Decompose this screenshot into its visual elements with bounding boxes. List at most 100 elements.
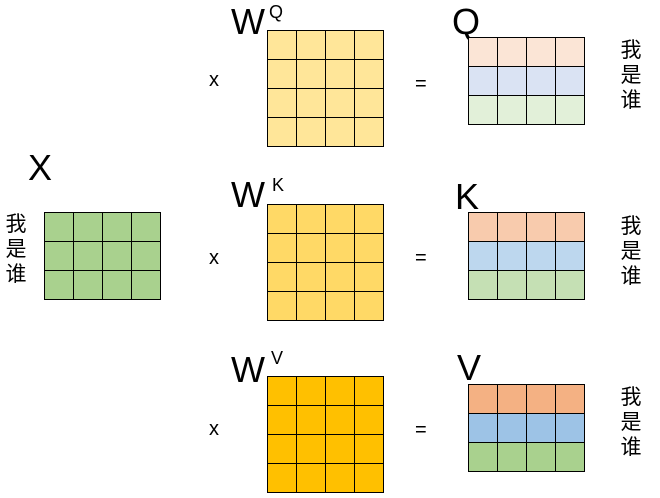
wk-cell-r1-c3	[325, 204, 355, 234]
v-row-label-2: 是	[620, 410, 642, 434]
v-cell-r2-c1	[468, 413, 498, 443]
x-cell-r3-c2	[73, 270, 103, 300]
wv-cell-r3-c3	[325, 434, 355, 464]
k-row-labels: 我 是 谁	[618, 214, 644, 289]
q-cell-r2-c1	[468, 66, 498, 96]
wv-label: W	[231, 349, 265, 390]
x-row-labels: 我 是 谁	[3, 212, 29, 287]
wk-cell-r2-c4	[354, 233, 384, 263]
wk-superscript: K	[272, 175, 285, 195]
wq-cell-r1-c1	[267, 30, 297, 60]
v-cell-r3-c3	[526, 442, 556, 472]
v-cell-r1-c2	[497, 384, 527, 414]
wk-cell-r4-c3	[325, 291, 355, 321]
q-cell-r2-c3	[526, 66, 556, 96]
q-cell-r2-c2	[497, 66, 527, 96]
wv-matrix-grid	[267, 376, 384, 493]
wk-cell-r4-c2	[296, 291, 326, 321]
x-cell-r1-c4	[131, 212, 161, 242]
wv-cell-r1-c1	[267, 376, 297, 406]
equals-sign-k: =	[415, 247, 427, 269]
equals-sign-q: =	[415, 73, 427, 95]
multiply-sign-v: x	[209, 418, 219, 440]
wk-matrix-grid	[267, 204, 384, 321]
q-row-label-2: 是	[620, 63, 642, 87]
k-matrix-grid	[468, 212, 585, 300]
q-cell-r1-c2	[497, 37, 527, 67]
wv-cell-r4-c4	[354, 463, 384, 493]
wv-cell-r2-c2	[296, 405, 326, 435]
wq-label: W	[231, 1, 265, 42]
k-cell-r2-c2	[497, 241, 527, 271]
q-row-label-1: 我	[620, 38, 642, 62]
wk-cell-r2-c3	[325, 233, 355, 263]
k-cell-r1-c4	[555, 212, 585, 242]
q-cell-r3-c2	[497, 95, 527, 125]
wq-cell-r3-c2	[296, 88, 326, 118]
wk-cell-r3-c3	[325, 262, 355, 292]
q-cell-r1-c3	[526, 37, 556, 67]
v-row-labels: 我 是 谁	[618, 385, 644, 460]
q-cell-r3-c1	[468, 95, 498, 125]
q-cell-r1-c1	[468, 37, 498, 67]
wk-cell-r1-c2	[296, 204, 326, 234]
v-cell-r3-c4	[555, 442, 585, 472]
v-cell-r2-c4	[555, 413, 585, 443]
x-row-label-3: 谁	[5, 262, 27, 286]
wk-cell-r1-c1	[267, 204, 297, 234]
v-cell-r3-c2	[497, 442, 527, 472]
k-cell-r3-c4	[555, 270, 585, 300]
wq-cell-r2-c3	[325, 59, 355, 89]
wv-cell-r1-c3	[325, 376, 355, 406]
q-label: Q	[452, 1, 481, 42]
x-cell-r2-c1	[44, 241, 74, 271]
k-cell-r1-c3	[526, 212, 556, 242]
k-label: K	[455, 176, 480, 217]
x-cell-r1-c2	[73, 212, 103, 242]
v-row-label-3: 谁	[620, 435, 642, 459]
wk-cell-r2-c2	[296, 233, 326, 263]
wk-cell-r1-c4	[354, 204, 384, 234]
wv-cell-r4-c2	[296, 463, 326, 493]
k-row-label-1: 我	[620, 214, 642, 238]
wv-cell-r2-c3	[325, 405, 355, 435]
x-cell-r2-c4	[131, 241, 161, 271]
x-cell-r3-c4	[131, 270, 161, 300]
x-cell-r1-c1	[44, 212, 74, 242]
wq-cell-r2-c2	[296, 59, 326, 89]
x-cell-r3-c3	[102, 270, 132, 300]
wq-cell-r4-c4	[354, 117, 384, 147]
x-matrix-label: X	[28, 147, 53, 188]
x-matrix-grid	[44, 212, 161, 300]
x-cell-r1-c3	[102, 212, 132, 242]
wk-label: W	[231, 174, 265, 215]
wq-matrix-grid	[267, 30, 384, 147]
wq-cell-r3-c3	[325, 88, 355, 118]
wq-cell-r2-c4	[354, 59, 384, 89]
wq-cell-r2-c1	[267, 59, 297, 89]
wv-cell-r3-c1	[267, 434, 297, 464]
q-matrix-grid	[468, 37, 585, 125]
q-cell-r1-c4	[555, 37, 585, 67]
k-cell-r1-c2	[497, 212, 527, 242]
k-cell-r3-c1	[468, 270, 498, 300]
q-row-label-3: 谁	[620, 88, 642, 112]
equals-sign-v: =	[415, 419, 427, 441]
k-cell-r2-c1	[468, 241, 498, 271]
wv-cell-r4-c3	[325, 463, 355, 493]
wv-cell-r1-c4	[354, 376, 384, 406]
wv-cell-r2-c4	[354, 405, 384, 435]
k-cell-r3-c2	[497, 270, 527, 300]
v-cell-r2-c2	[497, 413, 527, 443]
wv-superscript: V	[271, 348, 284, 368]
wq-cell-r1-c3	[325, 30, 355, 60]
q-cell-r3-c4	[555, 95, 585, 125]
x-cell-r2-c3	[102, 241, 132, 271]
k-row-label-3: 谁	[620, 264, 642, 288]
v-cell-r1-c1	[468, 384, 498, 414]
v-cell-r1-c3	[526, 384, 556, 414]
wq-cell-r4-c2	[296, 117, 326, 147]
q-cell-r3-c3	[526, 95, 556, 125]
wk-cell-r4-c1	[267, 291, 297, 321]
wq-cell-r3-c4	[354, 88, 384, 118]
